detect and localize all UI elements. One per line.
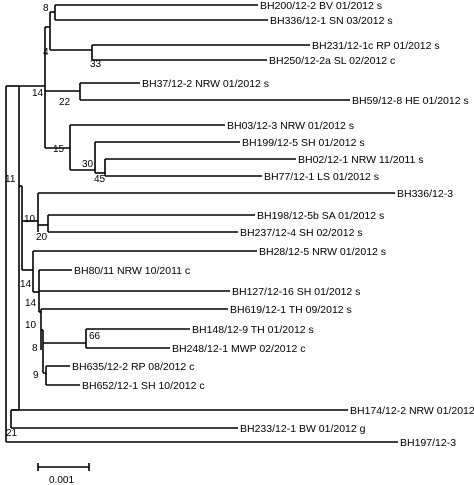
taxon-label: BH233/12-1 BW 01/2012 g: [240, 423, 366, 435]
taxon-label: BH127/12-16 SH 01/2012 s: [232, 286, 360, 298]
taxon-label: BH652/12-1 SH 10/2012 c: [82, 380, 205, 392]
bootstrap-value: 14: [20, 279, 32, 290]
bootstrap-value: 30: [82, 159, 94, 170]
taxon-label: BH28/12-5 NRW 01/2012 s: [259, 246, 386, 258]
taxon-labels: BH200/12-2 BV 01/2012 s BH336/12-1 SN 03…: [72, 0, 474, 449]
taxon-label: BH37/12-2 NRW 01/2012 s: [142, 78, 269, 90]
bootstrap-value: 33: [90, 59, 102, 70]
bootstrap-value: 66: [89, 331, 101, 342]
tree-branches: [5, 4, 398, 443]
taxon-label: BH248/12-1 MWP 02/2012 c: [172, 343, 305, 355]
bootstrap-value: 22: [59, 97, 71, 108]
taxon-label: BH200/12-2 BV 01/2012 s: [260, 0, 382, 12]
bootstrap-value: 15: [53, 144, 65, 155]
bootstrap-values: 8 4 33 14 22 15 30 45 11 10 20 14 14 10 …: [5, 3, 106, 439]
taxon-label: BH03/12-3 NRW 01/2012 s: [227, 120, 354, 132]
bootstrap-value: 45: [94, 174, 106, 185]
taxon-label: BH148/12-9 TH 01/2012 s: [192, 324, 314, 336]
scale-bar: 0.001: [37, 463, 90, 485]
bootstrap-value: 11: [5, 174, 16, 185]
bootstrap-value: 8: [32, 343, 38, 354]
taxon-label: BH635/12-2 RP 08/2012 c: [72, 361, 194, 373]
taxon-label: BH237/12-4 SH 02/2012 s: [240, 227, 363, 239]
bootstrap-value: 14: [25, 298, 37, 309]
taxon-label: BH02/12-1 NRW 11/2011 s: [298, 154, 423, 166]
taxon-label: BH77/12-1 LS 01/2012 s: [264, 171, 379, 183]
taxon-label: BH198/12-5b SA 01/2012 s: [257, 210, 384, 222]
taxon-label: BH174/12-2 NRW 01/2012 s: [350, 405, 474, 417]
bootstrap-value: 10: [25, 320, 37, 331]
taxon-label: BH199/12-5 SH 01/2012 s: [242, 137, 365, 149]
bootstrap-value: 8: [43, 3, 49, 14]
bootstrap-value: 21: [6, 428, 18, 439]
scale-bar-label: 0.001: [49, 475, 74, 485]
bootstrap-value: 10: [24, 214, 36, 225]
taxon-label: BH197/12-3: [400, 437, 456, 449]
taxon-label: BH80/11 NRW 10/2011 c: [74, 265, 190, 277]
taxon-label: BH59/12-8 HE 01/2012 s: [352, 95, 469, 107]
taxon-label: BH336/12-3: [397, 188, 453, 200]
taxon-label: BH336/12-1 SN 03/2012 s: [270, 15, 393, 27]
taxon-label: BH250/12-2a SL 02/2012 c: [269, 55, 395, 67]
bootstrap-value: 4: [43, 47, 49, 58]
bootstrap-value: 9: [33, 370, 39, 381]
taxon-label: BH231/12-1c RP 01/2012 s: [312, 40, 440, 52]
taxon-label: BH619/12-1 TH 09/2012 s: [230, 304, 352, 316]
bootstrap-value: 20: [36, 232, 48, 243]
bootstrap-value: 14: [32, 88, 44, 99]
